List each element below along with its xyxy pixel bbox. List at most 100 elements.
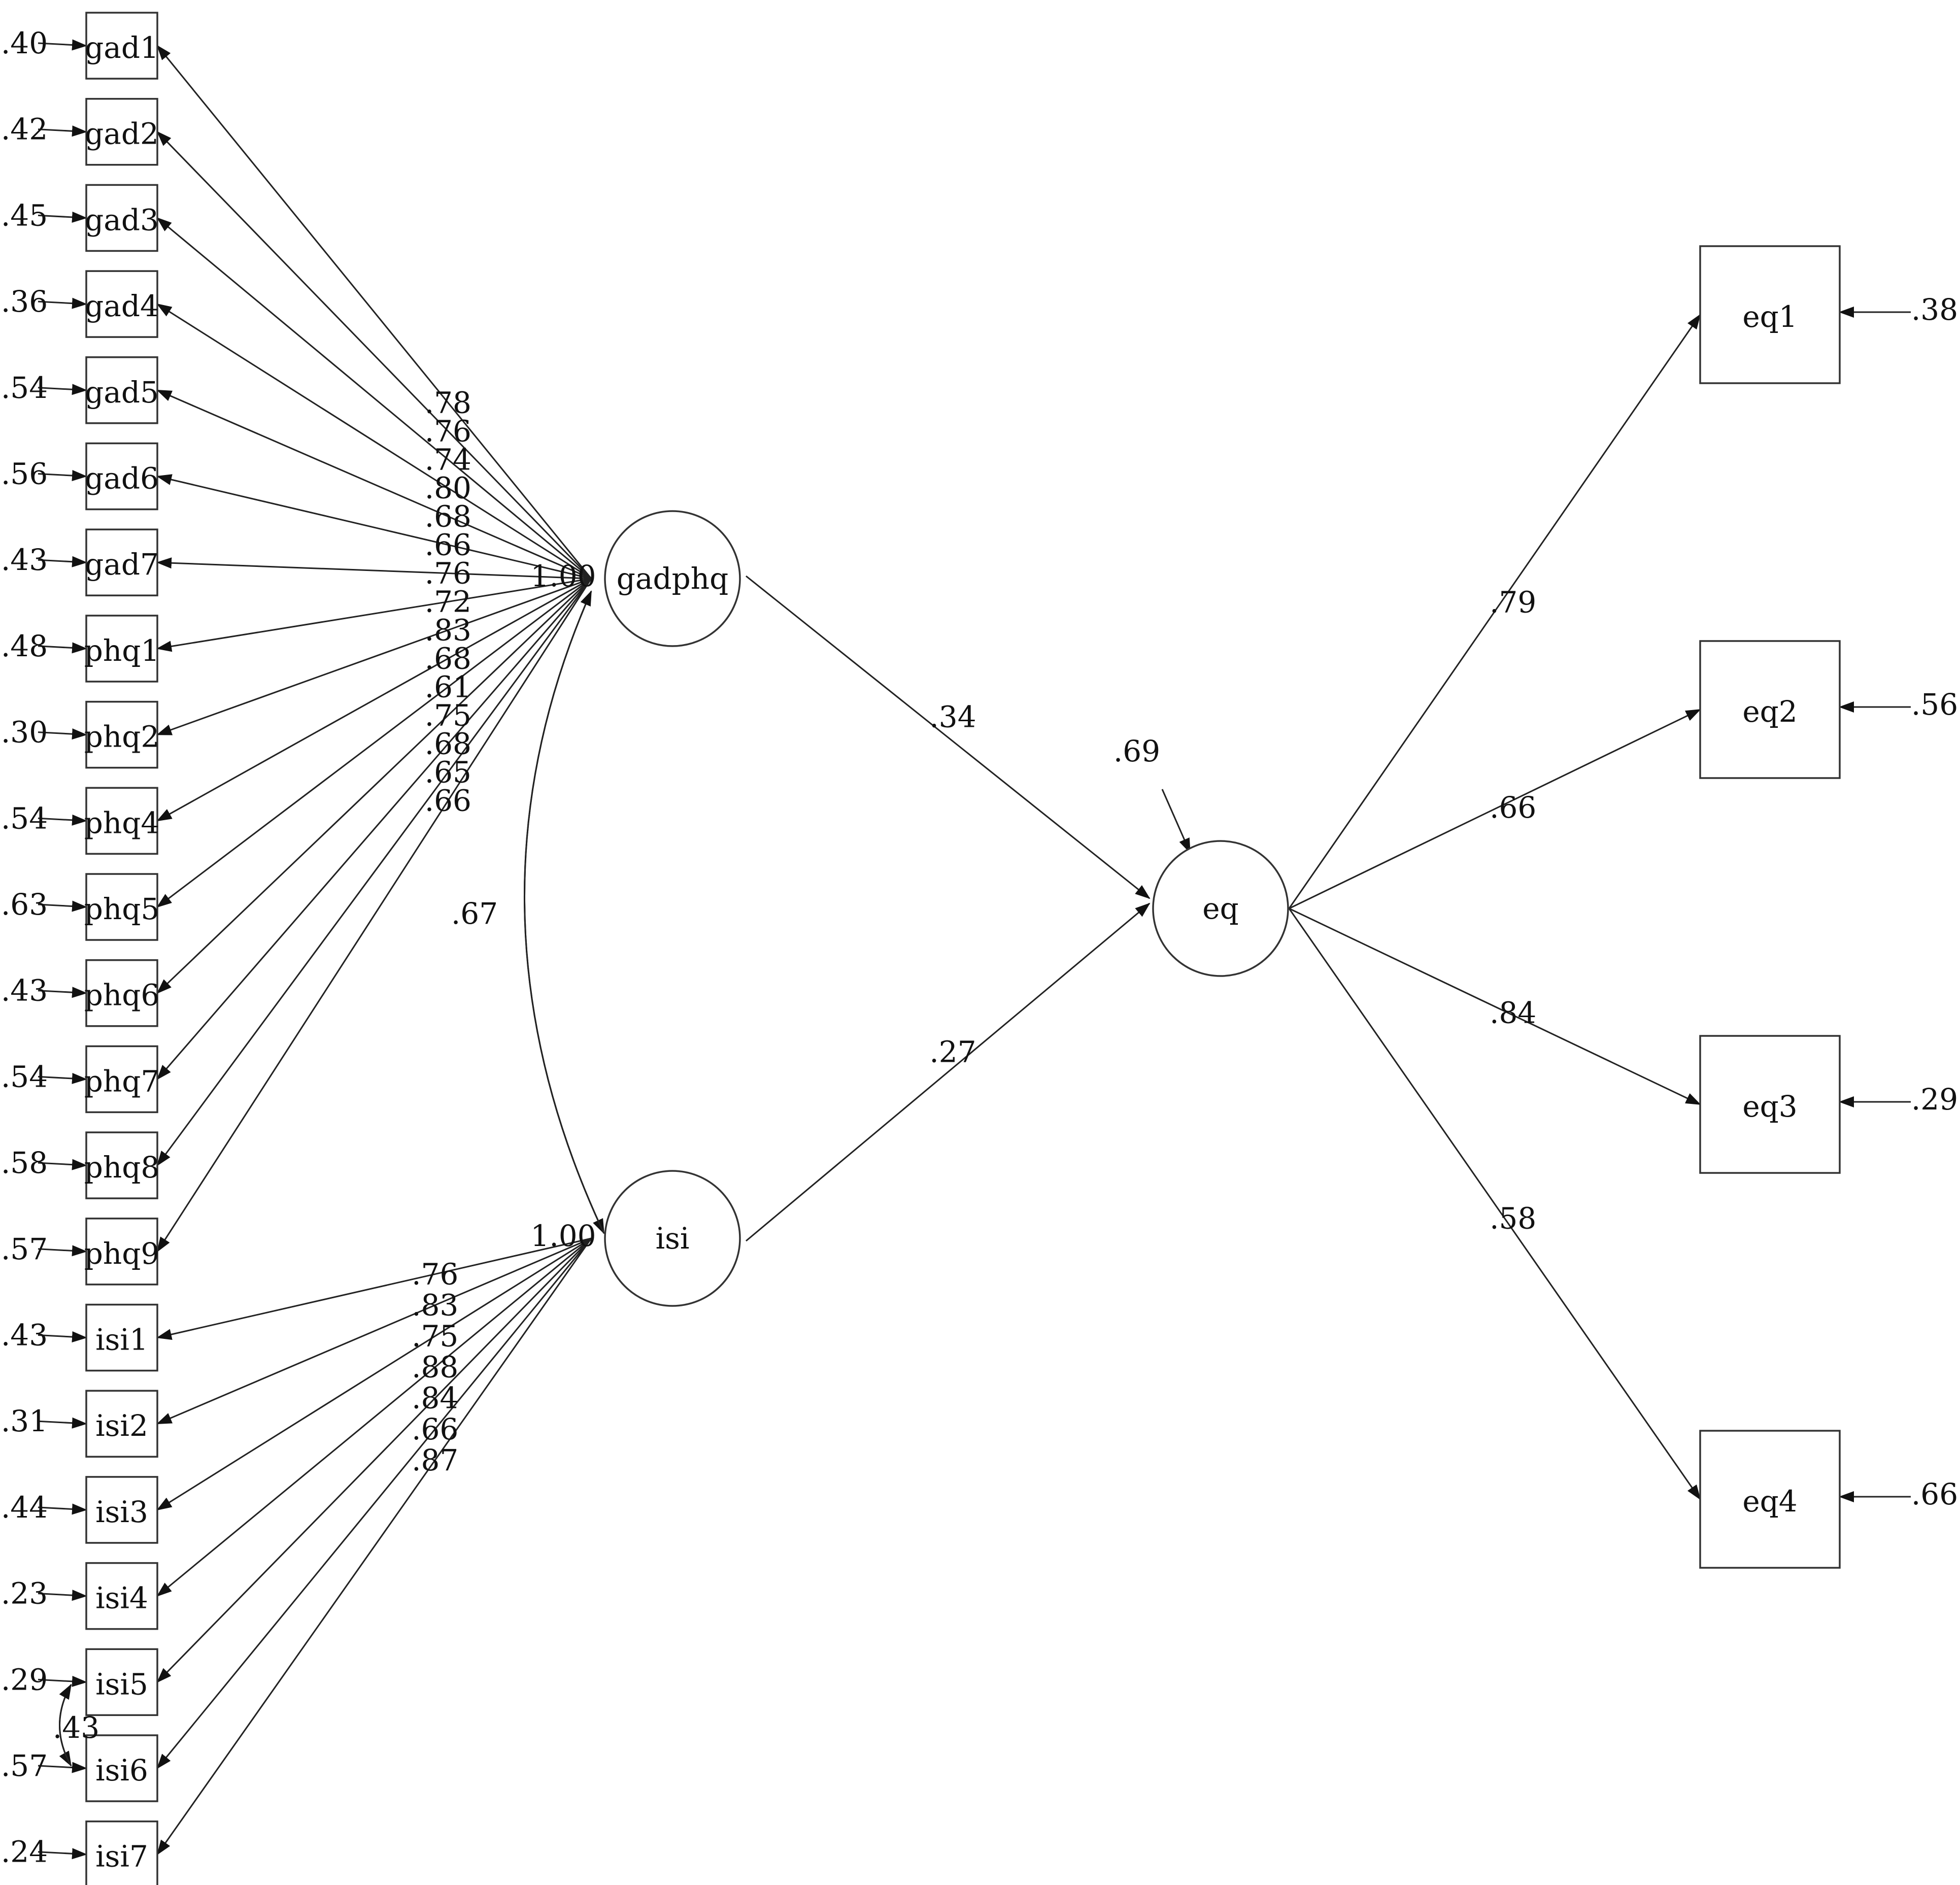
loading-value-isi1: .76 [412, 1257, 458, 1291]
indicator-label-isi5: isi5 [95, 1667, 148, 1701]
disturbance-arrow-eq [1161, 789, 1191, 854]
indicator-label-phq5: phq5 [84, 892, 160, 926]
error-variance-eq1: .38 [1911, 292, 1958, 327]
error-variance-isi6: .57 [1, 1748, 48, 1783]
indicator-label-phq8: phq8 [84, 1150, 160, 1185]
outcome-label-eq4: eq4 [1742, 1484, 1797, 1519]
error-arrow-isi3 [38, 1503, 87, 1515]
variance-isi: 1.00 [530, 1219, 596, 1253]
error-arrow-phq7 [38, 1072, 87, 1084]
error-variance-isi2: .31 [1, 1404, 48, 1438]
loading-value-phq1: .72 [425, 585, 471, 619]
loading-arrow-gad6 [156, 474, 592, 580]
indicator-box-isi2 [85, 1390, 158, 1458]
indicator-label-phq6: phq6 [84, 978, 160, 1013]
error-variance-phq6: .43 [1, 973, 48, 1008]
latent-isi [604, 1170, 741, 1307]
indicator-label-isi7: isi7 [95, 1839, 148, 1874]
error-arrow-phq8 [38, 1159, 87, 1170]
indicator-label-phq2: phq2 [84, 720, 160, 754]
loading-arrow-phq4 [156, 578, 592, 822]
loading-value-isi5: .84 [412, 1381, 458, 1416]
loading-value-gad7: .76 [425, 556, 471, 591]
indicator-box-phq6 [85, 959, 158, 1027]
indicator-box-isi7 [85, 1820, 158, 1885]
indicator-label-isi6: isi6 [95, 1753, 148, 1788]
latent-label-isi: isi [656, 1221, 690, 1256]
indicator-box-phq9 [85, 1218, 158, 1286]
outcome-box-eq3 [1699, 1035, 1841, 1174]
outcome-box-eq2 [1699, 640, 1841, 779]
indicator-box-gad2 [85, 97, 158, 166]
error-variance-phq4: .54 [1, 801, 48, 835]
loading-arrow-phq1 [156, 578, 592, 652]
loading-arrow-gad1 [156, 45, 592, 579]
loading-value-phq9: .66 [425, 784, 471, 818]
error-variance-gad1: .40 [1, 26, 48, 60]
indicator-label-gad4: gad4 [85, 289, 159, 323]
error-variance-isi3: .44 [1, 1490, 48, 1525]
indicator-label-phq7: phq7 [84, 1064, 160, 1098]
error-arrow-isi2 [38, 1417, 87, 1429]
loading-value-eq2: .66 [1490, 790, 1536, 825]
outcome-label-eq1: eq1 [1742, 299, 1797, 334]
error-arrow-phq1 [38, 642, 87, 654]
error-arrow-isi5 [38, 1675, 87, 1687]
indicator-box-gad6 [85, 442, 158, 511]
loading-value-phq2: .83 [425, 613, 471, 648]
loading-value-phq8: .65 [425, 755, 471, 790]
outcome-box-eq4 [1699, 1430, 1841, 1569]
error-variance-phq5: .63 [1, 887, 48, 922]
error-arrow-gad3 [38, 211, 87, 223]
error-variance-gad2: .42 [1, 112, 48, 147]
indicator-label-gad6: gad6 [85, 461, 159, 496]
loading-arrow-phq9 [156, 578, 592, 1253]
variance-gadphq: 1.00 [530, 559, 596, 593]
indicator-box-isi6 [85, 1734, 158, 1802]
indicator-box-phq7 [85, 1045, 158, 1114]
correlation-curve [524, 591, 605, 1234]
loading-arrow-phq7 [156, 578, 592, 1080]
indicator-label-gad3: gad3 [85, 203, 159, 237]
loading-arrow-isi3 [156, 1237, 592, 1511]
error-arrow-gad6 [38, 470, 87, 482]
loading-value-phq7: .68 [425, 727, 471, 761]
loading-arrow-gad7 [156, 557, 592, 580]
error-arrow-gad5 [38, 384, 87, 395]
error-covariance-value: .43 [53, 1710, 99, 1745]
error-variance-gad7: .43 [1, 543, 48, 577]
error-variance-isi5: .29 [1, 1662, 48, 1697]
indicator-label-isi4: isi4 [95, 1581, 148, 1615]
error-arrow-gad4 [38, 297, 87, 309]
loading-arrow-gad5 [156, 389, 592, 580]
loading-arrow-phq6 [156, 578, 592, 994]
loading-value-gad1: .78 [425, 386, 471, 420]
latent-eq [1152, 840, 1289, 977]
loading-value-eq3: .84 [1490, 996, 1536, 1030]
indicator-label-gad7: gad7 [85, 547, 159, 582]
loading-arrow-isi2 [156, 1237, 592, 1425]
loading-arrow-phq2 [156, 578, 592, 736]
indicator-box-gad1 [85, 12, 158, 80]
loading-value-gad3: .74 [425, 443, 471, 477]
error-variance-phq2: .30 [1, 715, 48, 750]
loading-arrow-isi1 [156, 1237, 592, 1340]
loading-arrow-eq1 [1288, 314, 1701, 909]
error-arrow-isi7 [38, 1848, 87, 1860]
loading-arrow-gad2 [156, 131, 592, 580]
indicator-box-phq5 [85, 873, 158, 941]
loading-value-gad2: .76 [425, 414, 471, 449]
indicator-box-phq8 [85, 1131, 158, 1199]
indicator-label-gad5: gad5 [85, 375, 159, 410]
path-arrow-gadphq-eq [746, 575, 1151, 899]
indicator-label-gad2: gad2 [85, 117, 159, 151]
error-variance-eq3: .29 [1911, 1082, 1958, 1117]
error-variance-gad6: .56 [1, 457, 48, 491]
loading-value-gad4: .80 [425, 471, 471, 506]
error-covariance-curve-reverse [59, 1684, 72, 1766]
disturbance-eq: .69 [1113, 734, 1160, 768]
loading-arrow-isi5 [156, 1237, 592, 1683]
indicator-label-phq1: phq1 [84, 633, 160, 668]
loading-value-isi4: .88 [412, 1350, 458, 1385]
